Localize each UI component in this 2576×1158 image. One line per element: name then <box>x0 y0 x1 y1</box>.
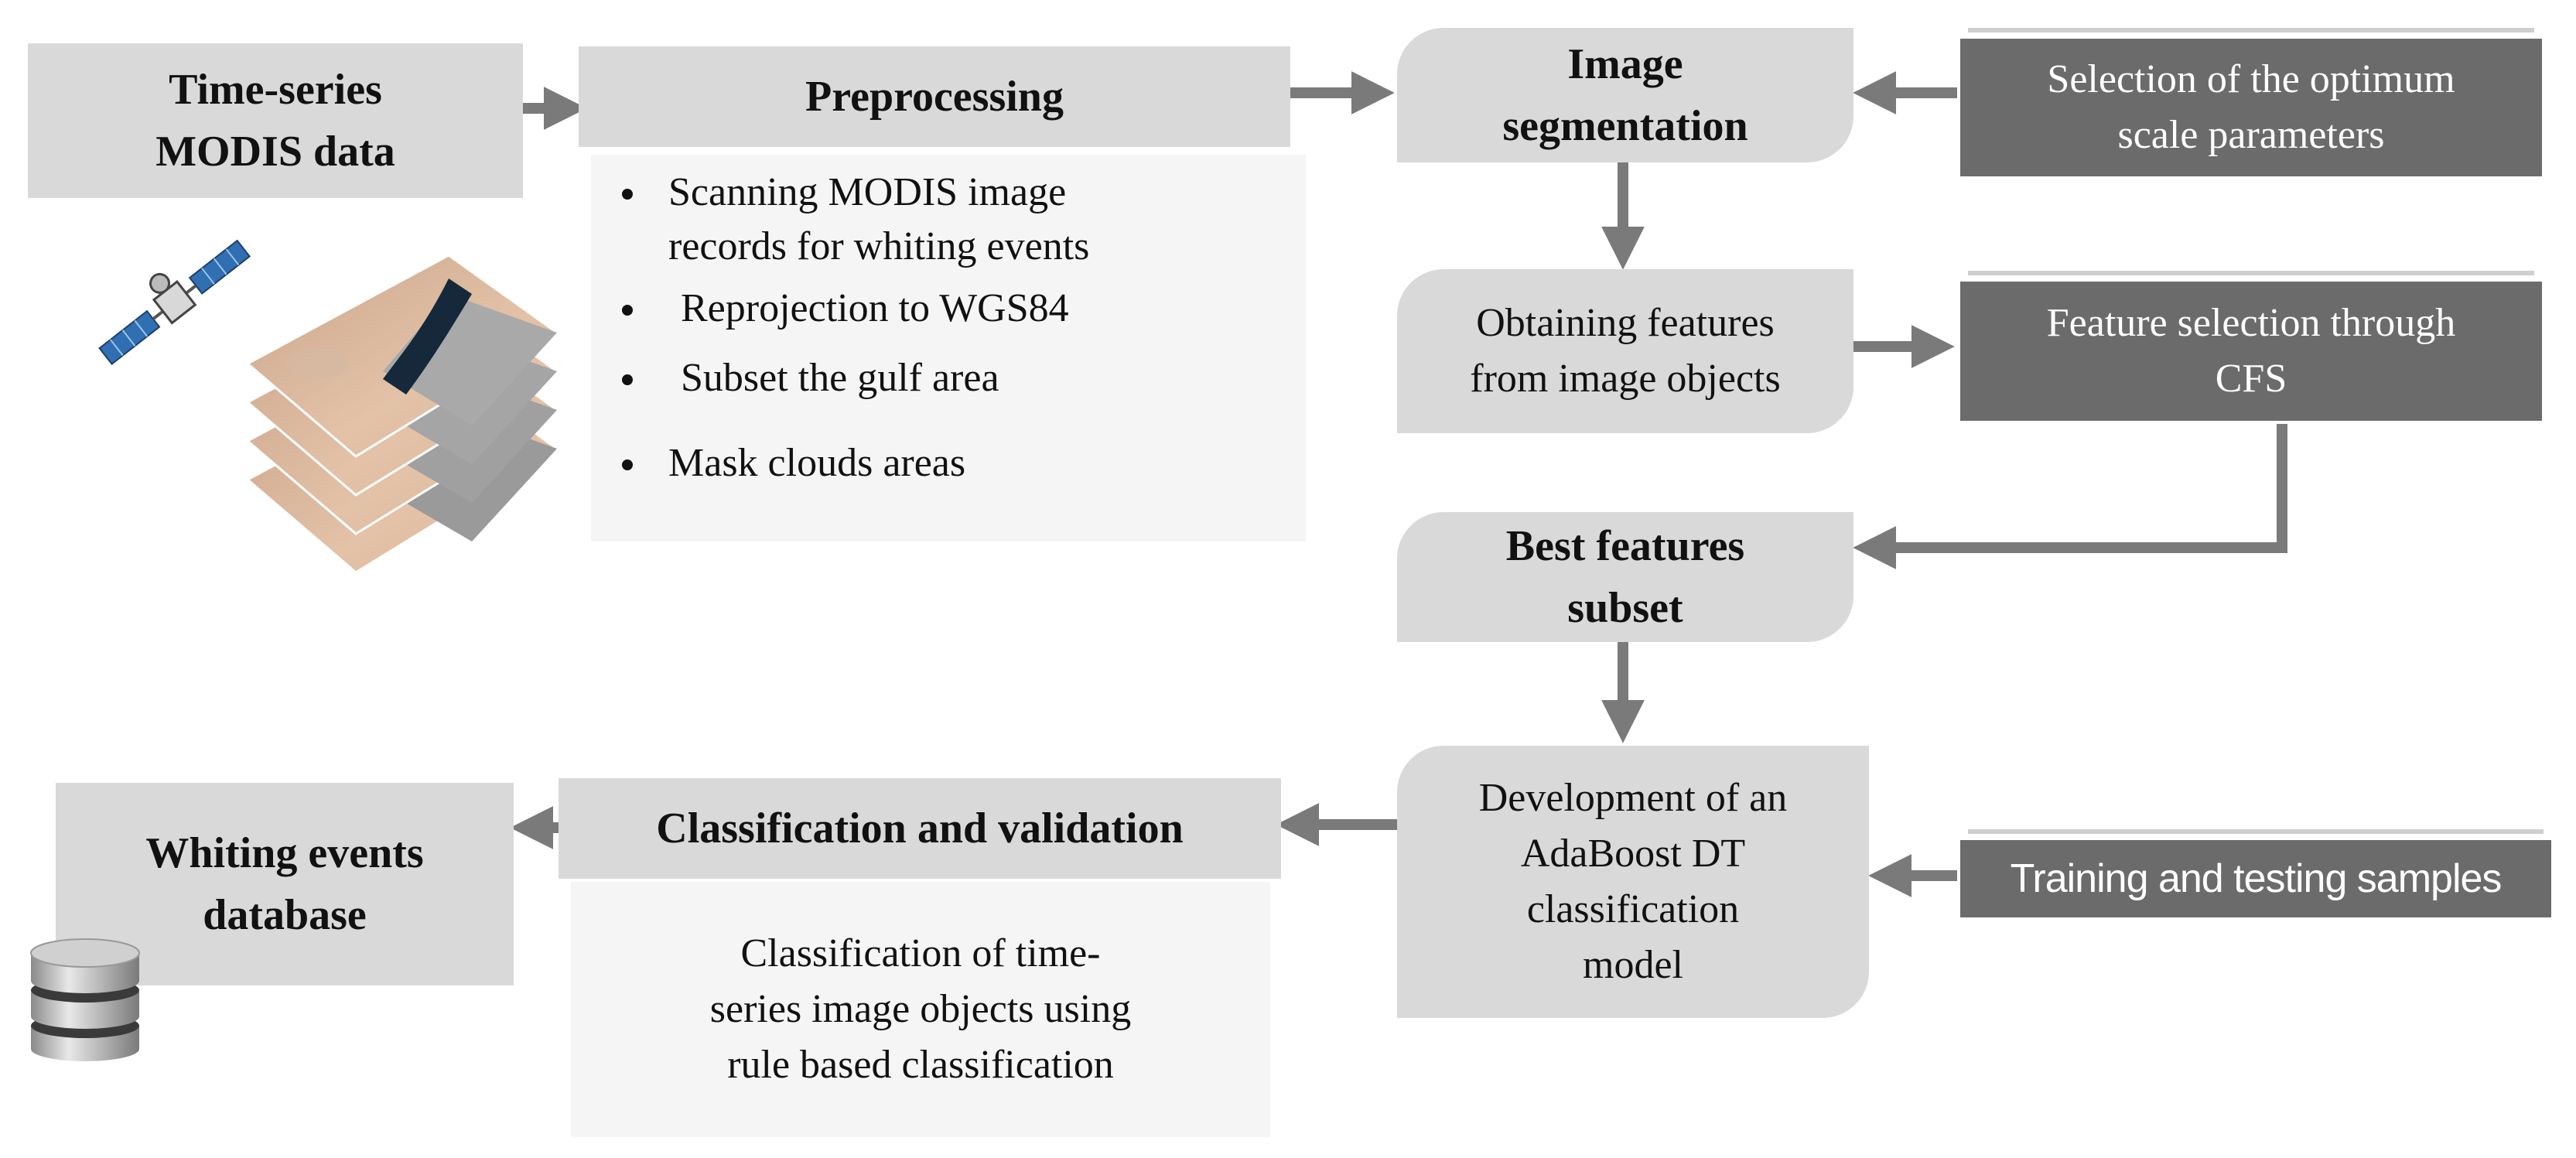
step-reprojection: Reprojection to WGS84 <box>591 282 1306 336</box>
whiting-database-node: Whiting events database <box>56 783 514 985</box>
best-features-node: Best features subset <box>1397 512 1853 642</box>
step-mask-clouds: Mask clouds areas <box>591 436 1306 490</box>
database-icon <box>30 938 140 1061</box>
classification-desc-line3: rule based classification <box>727 1043 1114 1087</box>
adaboost-line4: model <box>1583 943 1683 987</box>
optimum-scale-line1: Selection of the optimum <box>2047 57 2455 101</box>
segmentation-label-line2: segmentation <box>1502 102 1748 150</box>
preprocessing-title: Preprocessing <box>805 73 1064 121</box>
feature-selection-line2: CFS <box>2215 357 2287 401</box>
step-scanning-line1: Scanning MODIS image <box>668 170 1067 214</box>
classification-desc-line1: Classification of time- <box>740 931 1101 975</box>
step-mask-clouds-text: Mask clouds areas <box>668 441 966 485</box>
adaboost-line3: classification <box>1526 887 1740 931</box>
step-subset: Subset the gulf area <box>591 351 1306 405</box>
feature-selection-node: Feature selection through CFS <box>1960 271 2542 421</box>
training-samples-node: Training and testing samples <box>1960 829 2551 917</box>
training-samples-label: Training and testing samples <box>2010 856 2503 901</box>
adaboost-line2: AdaBoost DT <box>1520 832 1746 876</box>
adaboost-model-node: Development of an AdaBoost DT classifica… <box>1397 746 1869 1018</box>
classification-desc-line2: series image objects using <box>709 987 1132 1031</box>
time-series-modis-node: Time-series MODIS data <box>28 43 523 198</box>
obtaining-features-line1: Obtaining features <box>1476 301 1775 345</box>
segmentation-label-line1: Image <box>1567 40 1683 88</box>
satellite-icon <box>98 239 251 366</box>
step-scanning-line2: records for whiting events <box>668 224 1090 268</box>
whiting-database-line1: Whiting events <box>145 829 424 877</box>
whiting-database-line2: database <box>203 891 367 939</box>
best-features-line1: Best features <box>1505 522 1745 570</box>
classification-desc-panel: Classification of time- series image obj… <box>571 882 1270 1137</box>
adaboost-line1: Development of an <box>1478 776 1788 820</box>
preprocessing-steps-panel: Scanning MODIS image records for whiting… <box>591 155 1306 541</box>
preprocessing-node: Preprocessing <box>579 46 1290 147</box>
time-series-label-line2: MODIS data <box>155 128 395 176</box>
classification-validation-node: Classification and validation <box>559 778 1281 879</box>
step-scanning: Scanning MODIS image records for whiting… <box>591 166 1306 274</box>
preprocessing-steps-list: Scanning MODIS image records for whiting… <box>591 166 1306 490</box>
best-features-line2: subset <box>1567 584 1683 632</box>
step-subset-text: Subset the gulf area <box>681 356 999 400</box>
modis-image-stack-icon <box>245 254 559 574</box>
feature-selection-line1: Feature selection through <box>2046 301 2456 345</box>
obtaining-features-line2: from image objects <box>1470 357 1781 401</box>
arrow-selection-to-best <box>1853 424 2287 569</box>
time-series-label-line1: Time-series <box>169 66 382 114</box>
optimum-scale-line2: scale parameters <box>2117 113 2385 157</box>
step-reprojection-text: Reprojection to WGS84 <box>681 286 1069 330</box>
obtaining-features-node: Obtaining features from image objects <box>1397 269 1853 433</box>
classification-validation-title: Classification and validation <box>656 804 1184 852</box>
optimum-scale-node: Selection of the optimum scale parameter… <box>1960 28 2542 176</box>
image-segmentation-node: Image segmentation <box>1397 28 1853 162</box>
